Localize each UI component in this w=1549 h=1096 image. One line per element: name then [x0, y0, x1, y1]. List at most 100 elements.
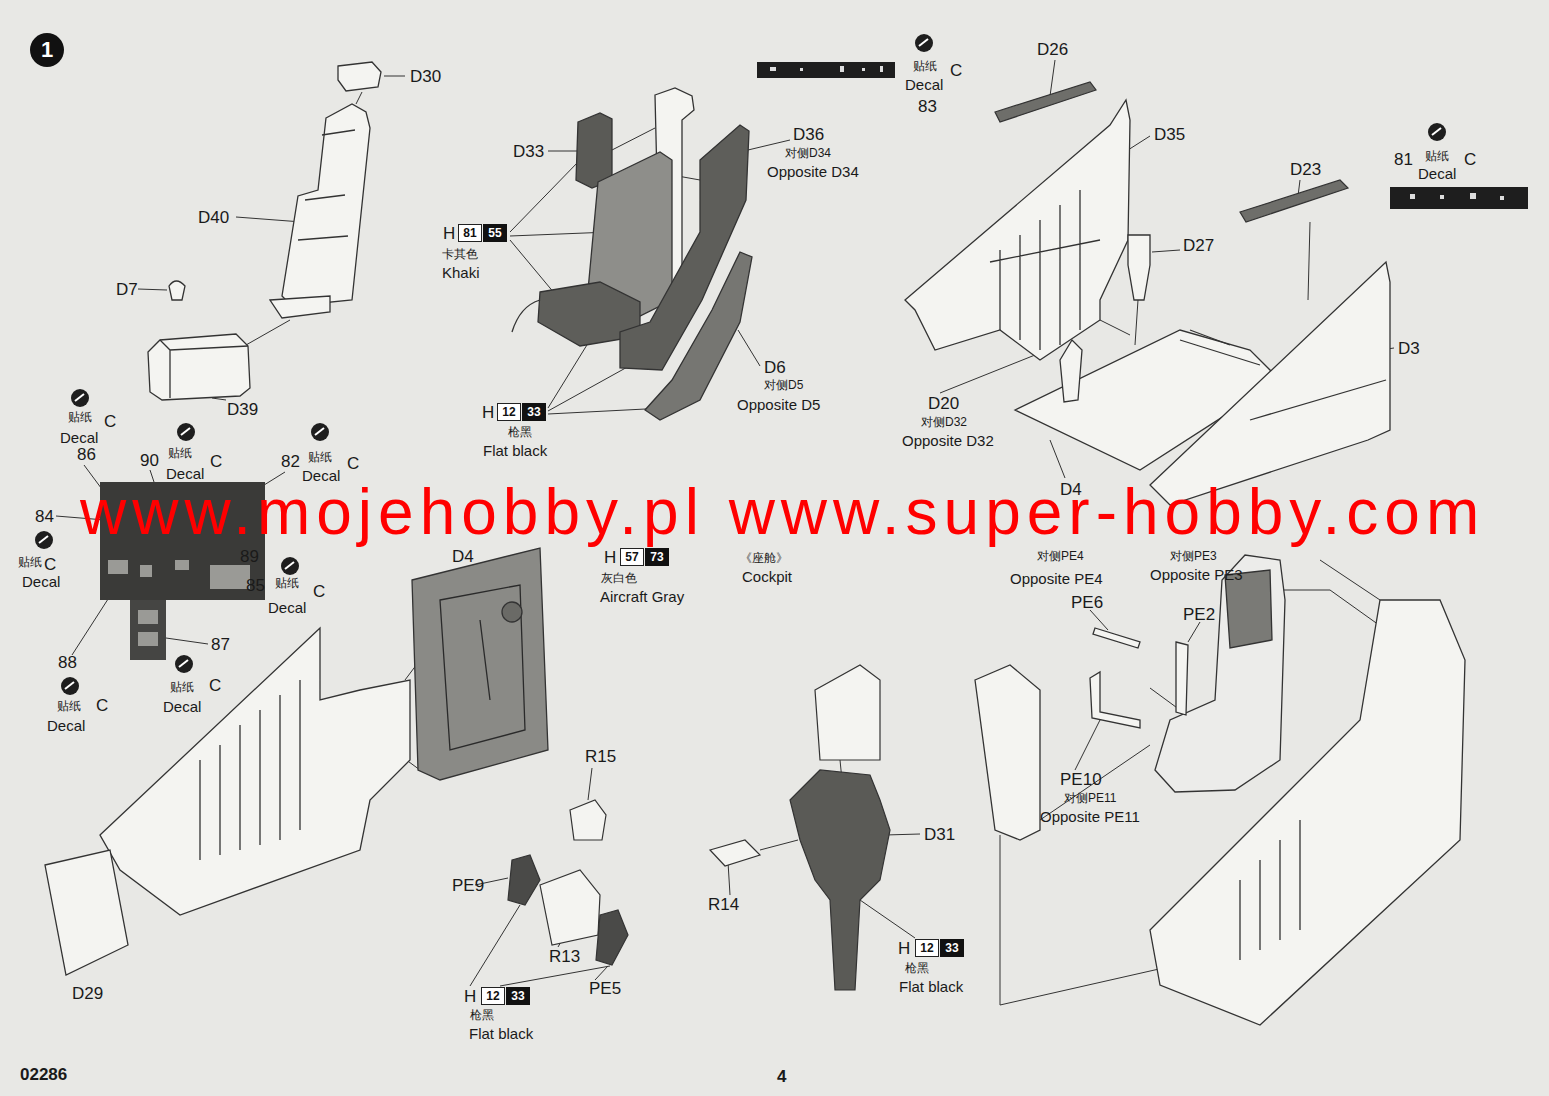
paint-code-box: 12	[481, 987, 505, 1005]
part-number: D30	[410, 68, 441, 85]
decal-sheet-letter: C	[209, 677, 221, 694]
paint-code-box-text: 33	[527, 406, 540, 418]
leader-line	[612, 128, 655, 150]
paint-name: 枪黑	[508, 426, 532, 438]
assembled-cockpit	[1090, 672, 1140, 728]
decal-number: 84	[35, 508, 54, 525]
paint-prefix: H	[443, 225, 455, 242]
decal-symbol	[175, 655, 193, 673]
part-number: D26	[1037, 41, 1068, 58]
decal-sheet-letter: C	[313, 583, 325, 600]
seat-part	[282, 104, 370, 306]
decal-symbol	[1428, 123, 1446, 141]
opposite-note: Opposite PE3	[1150, 567, 1243, 582]
page-footer: 4	[777, 1068, 786, 1085]
part-number: D6	[764, 359, 786, 376]
paint-code-box: 73	[645, 548, 669, 566]
cockpit-tub-part	[1150, 262, 1390, 505]
cockpit-tub-part	[905, 100, 1130, 360]
part-number: D36	[793, 126, 824, 143]
decal-strip	[770, 67, 776, 71]
instrument-panel-decal	[130, 600, 166, 660]
leader-line	[510, 160, 580, 232]
decal-symbol	[61, 677, 79, 695]
decal-strip	[1470, 193, 1476, 199]
decal-note: Decal	[22, 574, 60, 589]
seat-part	[169, 281, 185, 300]
small-part	[815, 665, 880, 760]
decal-note: Decal	[905, 77, 943, 92]
part-number: D33	[513, 143, 544, 160]
decal-symbol	[919, 39, 928, 46]
side-console	[502, 602, 522, 622]
paint-code-box: 33	[940, 939, 964, 957]
assembled-cockpit	[1240, 820, 1300, 960]
part-number: PE9	[452, 877, 484, 894]
paint-code-box-text: 12	[502, 406, 515, 418]
decal-number: 88	[58, 654, 77, 671]
cockpit-tub-part	[1250, 380, 1386, 420]
decal-strip	[1440, 195, 1444, 199]
leader-line	[1000, 835, 1001, 1005]
instrument-panel-decal	[138, 610, 158, 624]
seat-part	[160, 340, 248, 398]
decal-note: Decal	[268, 600, 306, 615]
part-number: D7	[116, 281, 138, 298]
opposite-note: 对侧PE3	[1170, 550, 1217, 562]
side-console	[440, 585, 525, 750]
paint-code-box: 55	[483, 224, 507, 242]
leader-line	[548, 340, 590, 408]
leader-line	[1128, 136, 1150, 150]
decal-number: 83	[918, 98, 937, 115]
decal-note: 贴纸	[308, 451, 332, 463]
part-number: D39	[227, 401, 258, 418]
part-number: R15	[585, 748, 616, 765]
section-title: Cockpit	[742, 569, 792, 584]
assembled-cockpit	[1176, 642, 1188, 715]
decal-number: 90	[140, 452, 159, 469]
side-console	[412, 548, 548, 780]
decal-note: Decal	[166, 466, 204, 481]
opposite-note: Opposite D32	[902, 433, 994, 448]
small-part	[508, 855, 540, 905]
decal-note: Decal	[1418, 166, 1456, 181]
decal-number: 86	[77, 446, 96, 463]
decal-sheet-letter: C	[104, 413, 116, 430]
decal-symbol	[311, 423, 329, 441]
decal-strip	[770, 66, 1504, 200]
paint-code-box: 57	[620, 548, 644, 566]
cockpit-tub-part	[990, 190, 1100, 350]
decal-symbol	[177, 423, 195, 441]
decal-symbol	[177, 423, 195, 441]
decal-strip	[757, 62, 895, 78]
step-number: 1	[30, 33, 64, 67]
decal-sheet-letter: C	[1464, 151, 1476, 168]
leader-line	[738, 330, 760, 366]
paint-prefix: H	[604, 549, 616, 566]
seat-part	[270, 296, 330, 318]
paint-code-box-text: 12	[486, 990, 499, 1002]
opposite-note: Opposite D34	[767, 164, 859, 179]
assembled-cockpit	[975, 555, 1465, 1025]
decal-note: 贴纸	[170, 681, 194, 693]
leader-line	[728, 862, 730, 895]
ejection-seat	[512, 300, 540, 332]
leader-line	[588, 768, 592, 800]
decal-strip	[1410, 194, 1415, 199]
cockpit-tub-part	[45, 850, 128, 975]
decal-strip	[1500, 196, 1504, 200]
decal-symbol	[35, 531, 53, 549]
paint-name: Flat black	[899, 979, 963, 994]
part-number: D31	[924, 826, 955, 843]
instrument-panel-decal	[140, 565, 152, 577]
opposite-note: Opposite D5	[737, 397, 820, 412]
paint-code-box-text: 33	[945, 942, 958, 954]
paint-name: 卡其色	[442, 248, 478, 260]
decal-note: 贴纸	[57, 700, 81, 712]
instrument-panel-decal	[108, 560, 250, 646]
part-number: R14	[708, 896, 739, 913]
decal-sheet-letter: C	[210, 453, 222, 470]
part-number: D35	[1154, 126, 1185, 143]
decal-symbol	[71, 389, 89, 407]
paint-code-box-text: 55	[488, 227, 501, 239]
